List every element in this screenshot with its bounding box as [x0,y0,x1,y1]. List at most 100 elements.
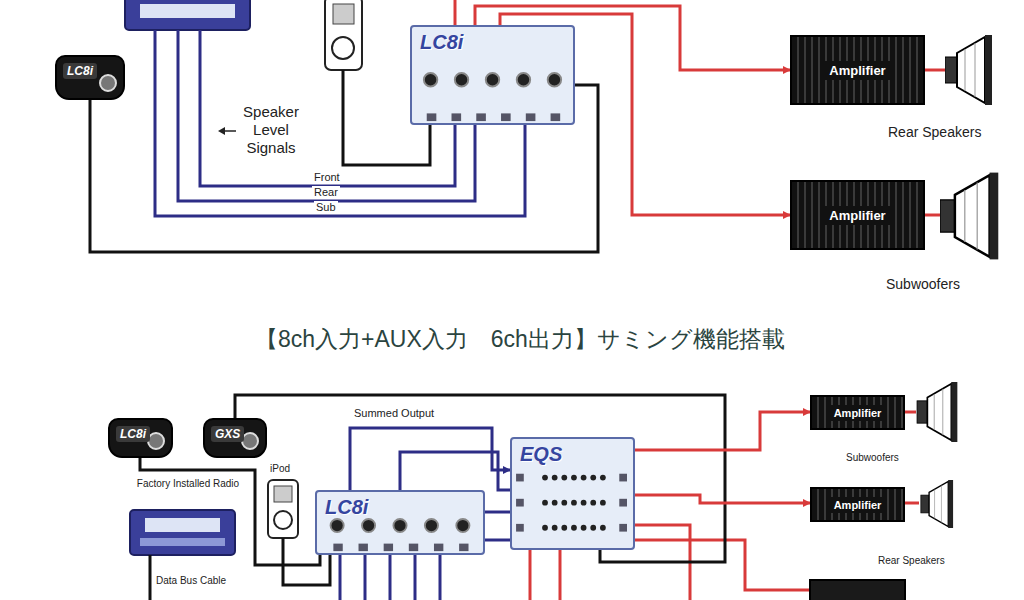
amplifier-box: Amplifier [810,395,905,430]
eq-slider [590,500,596,506]
terminal [501,113,511,121]
terminal [619,474,627,482]
amplifier-box: Amplifier [790,35,925,105]
eq-slider [600,475,606,481]
wire-connector [235,395,725,562]
ipod-player [274,511,292,529]
knob [517,73,530,86]
terminal [551,113,561,121]
wire-connector [635,495,810,503]
terminal [359,544,368,552]
eq-slider [542,475,548,481]
eq-slider [561,500,567,506]
rca-signal-lines [529,550,532,600]
terminal [409,544,418,552]
processor-box: LC8i [315,490,485,555]
knob [455,73,468,86]
eq-slider [561,475,567,481]
knob [331,519,344,532]
wire-connector [635,412,810,450]
rca-signal-lines [559,550,562,600]
text-label: Front [312,171,342,184]
eq-slider [571,500,577,506]
eq-slider [552,475,558,481]
eq-slider [542,525,548,531]
eq-slider [581,500,587,506]
terminal [619,524,627,532]
text-label: 【8ch入力+AUX入力 6ch出力】サミング機能搭載 [255,326,785,354]
text-label: Sub [314,201,338,214]
ipod-player [332,37,354,59]
rca-signal-lines [635,540,810,590]
ipod-player [274,486,292,502]
eq-slider [600,500,606,506]
aux-and-data-cables [149,555,152,600]
speaker-icon [917,382,957,442]
text-label: Rear [312,186,340,199]
rca-signal-lines [905,502,919,505]
factory-radio [140,538,225,546]
node-label: LC8i [63,63,97,79]
remote-control: LC8i [108,418,173,458]
terminal [434,544,443,552]
factory-radio [130,510,235,555]
signal-arrow [218,127,236,135]
ipod-player [268,0,362,538]
speaker-level-wires [439,555,442,600]
node-label: Amplifier [829,497,887,513]
wire-connector [350,428,510,490]
rca-signal-lines [905,411,916,414]
speaker-level-wires [389,555,392,600]
node-label: LC8i [325,496,368,519]
eq-slider [581,475,587,481]
speaker-icon [921,480,953,528]
eq-slider [590,525,596,531]
text-label: Subwoofers [886,276,960,293]
remote-control: LC8i [55,55,125,100]
terminal [516,499,524,507]
terminal [427,113,437,121]
eq-slider [590,475,596,481]
edge-label: Summed Output [352,407,436,420]
eq-slider [552,525,558,531]
knob [486,73,499,86]
text-label: Speaker Level Signals [232,103,310,157]
knob [424,73,437,86]
terminal [516,524,524,532]
speaker-level-wires [485,539,510,542]
node-label: EQS [520,443,562,466]
eq-slider [552,500,558,506]
text-label: Factory Installed Radio [133,478,243,490]
amplifier-box: Amplifier [810,487,905,522]
text-label: Rear Speakers [878,555,945,567]
text-label: Data Bus Cable [156,575,226,587]
terminal [476,113,486,121]
knob [425,519,438,532]
node-label: Amplifier [824,61,890,80]
node-label: GXS [211,426,244,442]
eq-slider [542,500,548,506]
terminal [452,113,462,121]
ipod-player [268,480,298,538]
factory-radio [125,0,250,30]
knob [362,519,375,532]
rca-signal-lines [925,69,945,72]
rca-signal-lines [925,214,940,217]
speaker-icon [945,35,992,105]
terminal [516,474,524,482]
eq-slider [581,525,587,531]
node-label: Amplifier [829,405,887,421]
node-label: Amplifier [824,206,890,225]
wire-connector [140,458,320,565]
terminal [619,499,627,507]
terminal [526,113,536,121]
remote-knob [99,74,117,92]
factory-radio [140,4,235,18]
text-label: Subwoofers [846,452,899,464]
eq-slider [600,525,606,531]
eq-slider [571,475,577,481]
factory-radio [125,0,250,555]
knob [548,73,561,86]
signal-arrow [218,127,225,135]
